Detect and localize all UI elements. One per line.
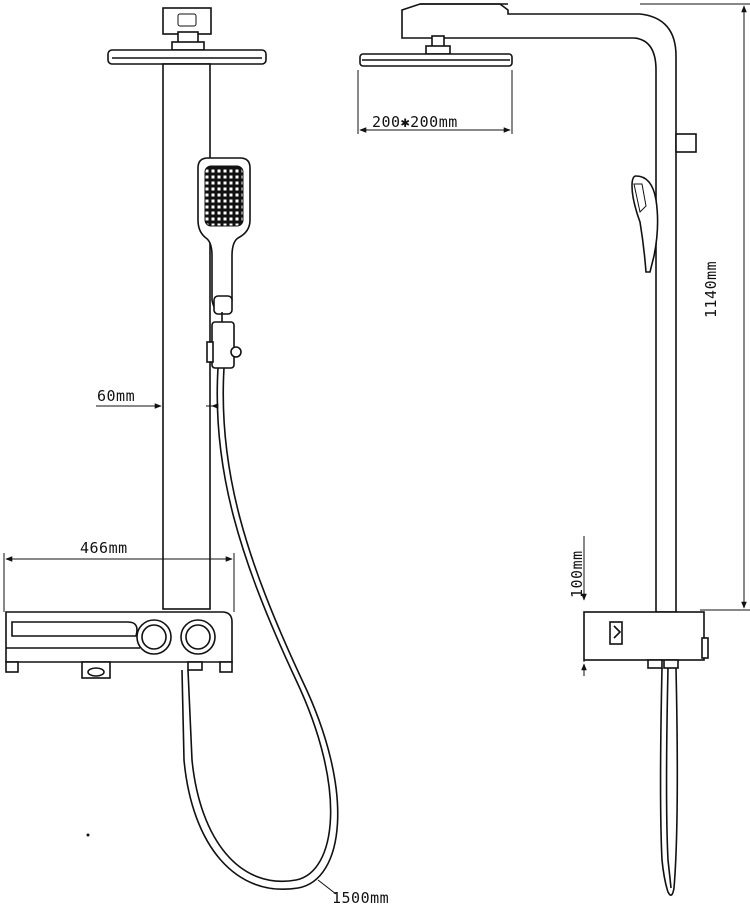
dimension-60mm-label: 60mm [97, 387, 135, 405]
mixer-body-side [583, 611, 709, 669]
top-connector [162, 7, 212, 35]
mixer-shelf-front [5, 611, 233, 679]
riser-arm-side [401, 3, 677, 613]
dimension-60mm: 60mm [96, 387, 219, 409]
main-rail-front [162, 63, 211, 610]
dimension-1500mm-label: 1500mm [332, 889, 389, 906]
hose-front [181, 367, 339, 890]
dimension-200x200mm-label: 200✱200mm [372, 113, 458, 131]
hose-side [659, 667, 679, 896]
dimension-1140mm-label: 1140mm [702, 261, 720, 318]
dimension-1500mm: 1500mm [317, 879, 389, 906]
rain-head-front [107, 49, 267, 65]
dimension-466mm: 466mm [3, 539, 235, 612]
front-view: 60mm 466mm 1500mm [3, 7, 389, 906]
dimension-100mm: 100mm [568, 536, 587, 676]
dimension-466mm-label: 466mm [80, 539, 128, 557]
hand-shower-front [197, 157, 251, 369]
dimension-1140mm: 1140mm [640, 3, 750, 611]
dimension-200x200mm: 200✱200mm [357, 70, 513, 134]
side-view: 200✱200mm 1140mm 100mm [357, 3, 750, 896]
hand-shower-side [631, 175, 659, 273]
dimension-100mm-label: 100mm [568, 550, 586, 598]
